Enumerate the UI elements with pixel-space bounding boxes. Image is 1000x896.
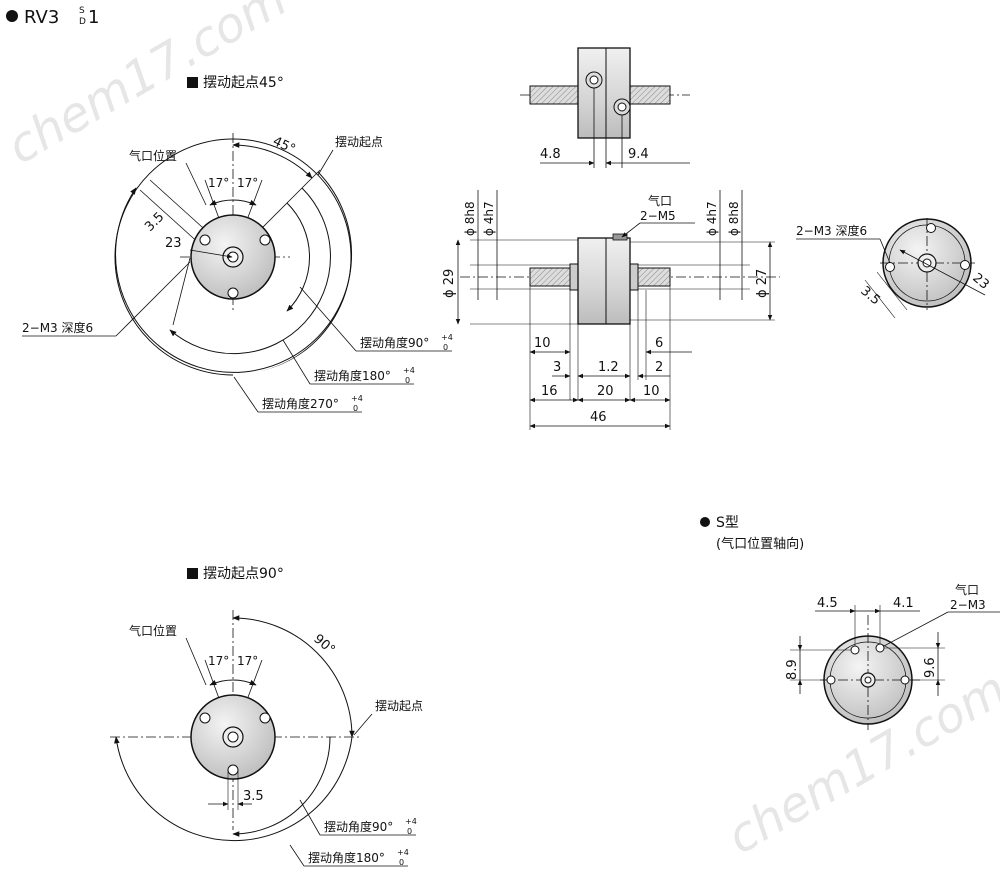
swing180-label: 摆动角度180° — [314, 368, 391, 383]
svg-text:6: 6 — [655, 336, 663, 351]
angle-90-arc — [232, 615, 355, 738]
svg-text:8.9: 8.9 — [785, 659, 800, 680]
svg-text:3: 3 — [553, 360, 561, 375]
svg-text:17°: 17° — [237, 654, 258, 668]
svg-text:23: 23 — [165, 236, 182, 251]
svg-text:0: 0 — [443, 343, 448, 352]
watermark: chem17.com chem17.com — [0, 0, 1000, 865]
svg-text:+4: +4 — [405, 817, 417, 826]
swing-arc-180 — [114, 736, 353, 842]
port-hole — [259, 234, 271, 246]
svg-text:17°: 17° — [208, 654, 229, 668]
swing90-label: 摆动角度90° — [324, 819, 393, 834]
svg-text:+4: +4 — [403, 366, 415, 375]
s-type-view: S型 (气口位置轴向) 4.5 4.1 气口 2−M3 8.9 — [700, 515, 1000, 730]
svg-text:4.5: 4.5 — [817, 596, 838, 611]
swing90-label: 摆动角度90° — [360, 335, 429, 350]
svg-text:ϕ 8h8: ϕ 8h8 — [727, 201, 741, 236]
view-90-front: 摆动起点90° 3.5 气口位置 17° 17° 90° 摆动起点 摆动角度90… — [110, 566, 423, 867]
swing180-label: 摆动角度180° — [308, 850, 385, 865]
body-side — [577, 237, 631, 325]
svg-text:0: 0 — [405, 376, 410, 385]
start-label: 摆动起点 — [335, 135, 383, 149]
svg-text:3.5: 3.5 — [857, 284, 882, 309]
model-sup: S — [79, 6, 85, 16]
top-view: 4.8 9.4 — [520, 47, 690, 168]
view-45-front: 摆动起点45° 气口位置 17° 17° 45° 摆动起点 3.5 23 — [22, 75, 453, 413]
svg-text:2−M3: 2−M3 — [950, 598, 986, 612]
angle-45-label: 45° — [270, 134, 297, 157]
start-label: 摆动起点 — [375, 699, 423, 713]
s-type-subtitle: (气口位置轴向) — [716, 536, 804, 552]
svg-text:+4: +4 — [397, 848, 409, 857]
svg-text:0: 0 — [407, 827, 412, 836]
svg-text:3.5: 3.5 — [142, 210, 167, 235]
svg-text:10: 10 — [643, 384, 660, 399]
model-tail: 1 — [88, 7, 99, 28]
angle-45-arc — [232, 142, 313, 179]
svg-text:90°: 90° — [310, 632, 337, 658]
view45-title: 摆动起点45° — [203, 75, 284, 91]
svg-text:ϕ 29: ϕ 29 — [442, 269, 457, 298]
air-port-label: 气口位置 — [129, 623, 177, 638]
air-port-label: 气口位置 — [129, 148, 177, 163]
svg-text:20: 20 — [597, 384, 614, 399]
body-top — [577, 47, 631, 139]
svg-text:2: 2 — [655, 360, 663, 375]
header-title: RV3 S D 1 — [6, 6, 99, 28]
svg-text:2−M3 深度6: 2−M3 深度6 — [796, 223, 867, 238]
model-name: RV3 — [24, 7, 59, 28]
side-view: 气口 2−M5 ϕ 29 ϕ 8h8 ϕ 4h7 ϕ 4h7 ϕ 8h8 ϕ 2… — [442, 190, 780, 430]
tap-label: 2−M3 深度6 — [22, 320, 93, 335]
swing-arc-180 — [169, 187, 331, 355]
svg-text:17°: 17° — [237, 176, 258, 190]
tap-hole — [227, 287, 239, 299]
svg-text:0: 0 — [353, 404, 358, 413]
svg-text:0: 0 — [399, 858, 404, 867]
back-view: 2−M3 深度6 23 3.5 — [796, 218, 992, 319]
svg-text:ϕ 4h7: ϕ 4h7 — [705, 201, 719, 236]
svg-text:气口: 气口 — [648, 193, 672, 208]
svg-text:23: 23 — [969, 271, 991, 293]
square-bullet-icon — [187, 568, 198, 579]
svg-text:+4: +4 — [351, 394, 363, 403]
svg-text:4.8: 4.8 — [540, 147, 561, 162]
bullet-icon — [700, 517, 710, 527]
svg-text:ϕ 27: ϕ 27 — [755, 269, 770, 298]
square-bullet-icon — [187, 77, 198, 88]
svg-text:2−M5: 2−M5 — [640, 209, 676, 223]
svg-text:17°: 17° — [208, 176, 229, 190]
svg-text:ϕ 8h8: ϕ 8h8 — [463, 201, 477, 236]
svg-text:4.1: 4.1 — [893, 596, 914, 611]
port-hole — [199, 234, 211, 246]
svg-text:气口: 气口 — [955, 582, 979, 597]
svg-text:46: 46 — [590, 410, 607, 425]
s-type-title: S型 — [716, 515, 739, 531]
svg-text:1.2: 1.2 — [598, 360, 619, 375]
svg-text:9.4: 9.4 — [628, 147, 649, 162]
svg-text:3.5: 3.5 — [243, 789, 264, 804]
swing-arc-90 — [286, 202, 310, 312]
swing-arc-90 — [232, 736, 331, 837]
svg-text:9.6: 9.6 — [923, 657, 938, 678]
swing270-label: 摆动角度270° — [262, 396, 339, 411]
svg-text:ϕ 4h7: ϕ 4h7 — [482, 201, 496, 236]
bullet-icon — [6, 10, 18, 22]
svg-text:10: 10 — [534, 336, 551, 351]
svg-text:16: 16 — [541, 384, 558, 399]
view90-title: 摆动起点90° — [203, 566, 284, 582]
model-sub: D — [79, 17, 86, 27]
svg-text:+4: +4 — [441, 333, 453, 342]
